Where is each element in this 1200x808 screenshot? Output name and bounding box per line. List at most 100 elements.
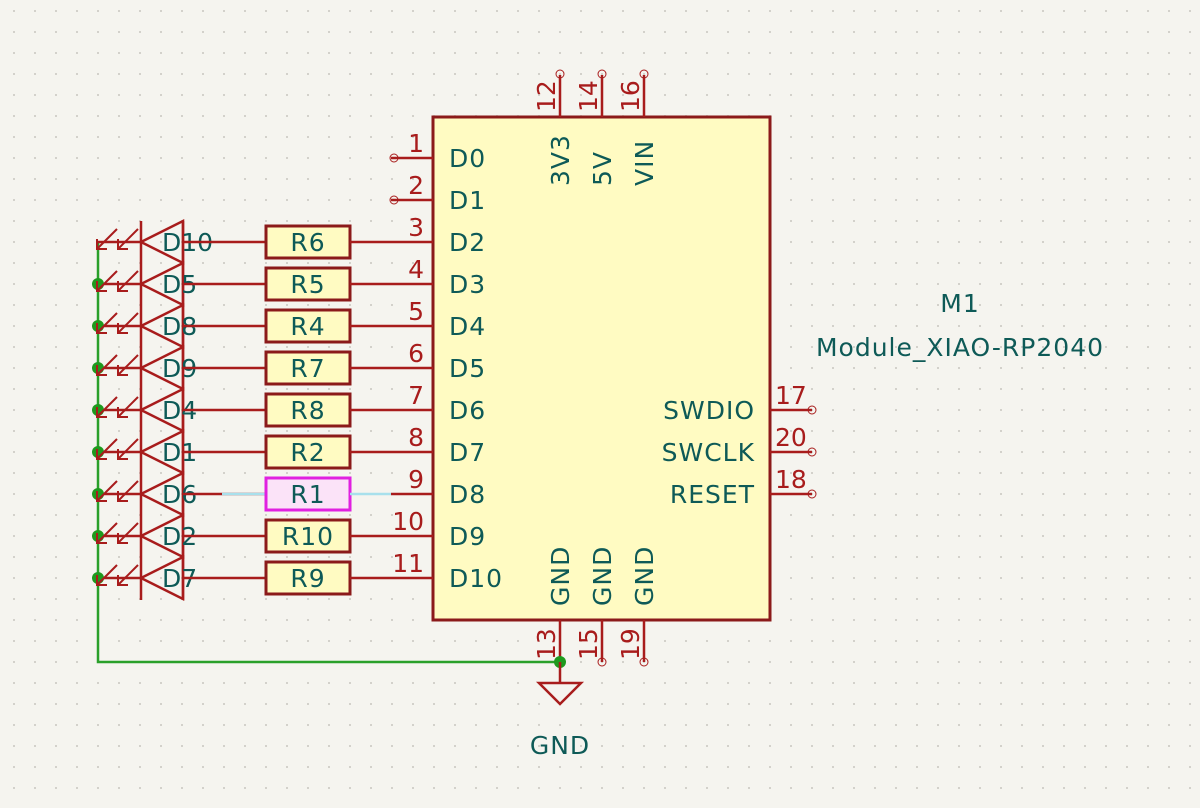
gnd-power-symbol[interactable]: GND [530, 662, 590, 760]
grid-dot [1168, 262, 1170, 264]
grid-dot [34, 556, 36, 558]
resistor-r5[interactable]: R5 [264, 266, 352, 302]
resistor-label: R1 [290, 480, 325, 509]
gnd-wire[interactable] [96, 242, 560, 664]
grid-dot [811, 640, 813, 642]
grid-dot [1084, 535, 1086, 537]
grid-dot [895, 409, 897, 411]
module-pin-d4[interactable]: 5D4 [391, 297, 486, 341]
module-pin-d1[interactable]: 2D1 [389, 171, 486, 215]
grid-dot [1021, 367, 1023, 369]
grid-dot [370, 766, 372, 768]
grid-dot [1168, 136, 1170, 138]
module-pin-d6[interactable]: 7D6 [391, 381, 486, 425]
grid-dot [874, 346, 876, 348]
grid-dot [727, 724, 729, 726]
grid-dot [916, 619, 918, 621]
module-value[interactable]: Module_XIAO-RP2040 [816, 333, 1104, 362]
pin-number: 14 [574, 80, 603, 112]
grid-dot [1084, 115, 1086, 117]
grid-dot [937, 157, 939, 159]
grid-dot [1126, 745, 1128, 747]
grid-dot [328, 94, 330, 96]
resistor-r1[interactable]: R1 [264, 476, 352, 512]
led-d8[interactable]: D8 [96, 302, 197, 350]
grid-dot [622, 52, 624, 54]
resistor-r7[interactable]: R7 [264, 350, 352, 386]
grid-dot [601, 787, 603, 789]
resistor-body[interactable] [264, 350, 352, 386]
resistor-r9[interactable]: R9 [264, 560, 352, 596]
unconnected-pin-icon [597, 69, 607, 79]
grid-dot [895, 514, 897, 516]
grid-dot [1021, 556, 1023, 558]
grid-dot [958, 619, 960, 621]
grid-dot [13, 388, 15, 390]
resistor-r8[interactable]: R8 [264, 392, 352, 428]
grid-dot [1147, 409, 1149, 411]
module-pin-d8[interactable]: 9D8 [391, 465, 486, 509]
grid-dot [160, 451, 162, 453]
grid-dot [181, 682, 183, 684]
grid-dot [412, 346, 414, 348]
grid-dot [979, 472, 981, 474]
grid-dot [1021, 178, 1023, 180]
grid-dot [1063, 451, 1065, 453]
module-pin-d0[interactable]: 1D0 [389, 129, 486, 173]
resistor-r6[interactable]: R6 [264, 224, 352, 260]
grid-dot [496, 94, 498, 96]
grid-dot [1126, 388, 1128, 390]
module-pin-d7[interactable]: 8D7 [391, 423, 486, 467]
grid-dot [1105, 241, 1107, 243]
module-pin-d5[interactable]: 6D5 [391, 339, 486, 383]
grid-dot [874, 619, 876, 621]
grid-dot [1042, 556, 1044, 558]
grid-dot [1084, 409, 1086, 411]
grid-dot [1084, 598, 1086, 600]
module-reference[interactable]: M1 [940, 289, 979, 318]
module-body[interactable] [431, 115, 772, 622]
grid-dot [937, 73, 939, 75]
module-pin-d3[interactable]: 4D3 [391, 255, 486, 299]
grid-dot [55, 283, 57, 285]
grid-dot [265, 640, 267, 642]
grid-dot [1105, 745, 1107, 747]
grid-dot [1042, 409, 1044, 411]
grid-dot [328, 619, 330, 621]
grid-dot [580, 10, 582, 12]
grid-dot [853, 136, 855, 138]
resistor-body[interactable] [264, 518, 352, 554]
resistor-body[interactable] [264, 224, 352, 260]
grid-dot [979, 262, 981, 264]
light-arrow-icon [96, 354, 118, 376]
grid-dot [1168, 31, 1170, 33]
pin-number: 11 [392, 549, 424, 578]
module-pin-d2[interactable]: 3D2 [391, 213, 486, 257]
led-d2[interactable]: D2 [96, 512, 197, 560]
pin-name: D5 [449, 354, 486, 383]
grid-dot [454, 682, 456, 684]
grid-dot [832, 787, 834, 789]
resistor-r10[interactable]: R10 [264, 518, 352, 554]
resistor-r4[interactable]: R4 [264, 308, 352, 344]
resistor-body[interactable] [264, 434, 352, 470]
resistor-r2[interactable]: R2 [264, 434, 352, 470]
resistor-body[interactable] [264, 266, 352, 302]
grid-dot [139, 619, 141, 621]
grid-dot [979, 514, 981, 516]
grid-dot [916, 346, 918, 348]
grid-dot [496, 703, 498, 705]
